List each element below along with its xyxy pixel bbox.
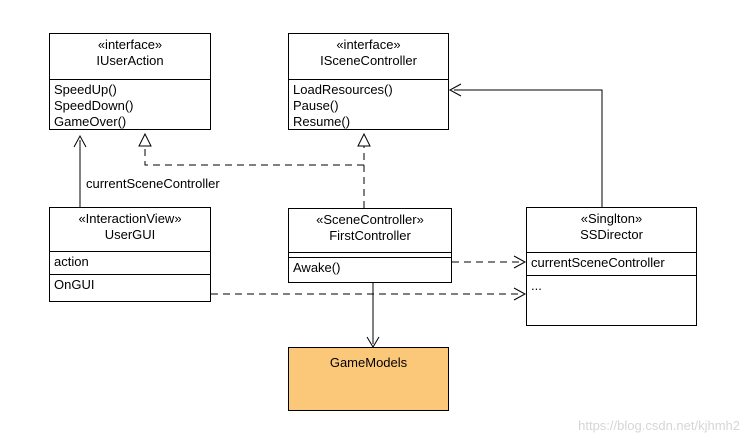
edge-label-currentscenecontroller: currentSceneController bbox=[86, 176, 220, 191]
operations-compartment: OnGUI bbox=[50, 274, 210, 295]
package-name: GameModels bbox=[329, 355, 408, 370]
operation: Resume() bbox=[293, 114, 351, 129]
attributes-compartment: currentSceneController bbox=[527, 252, 696, 275]
class-name: ISceneController bbox=[320, 53, 417, 68]
operations-compartment: SpeedUp() SpeedDown() GameOver() bbox=[50, 79, 210, 132]
class-iscenecontroller[interactable]: «interface» ISceneController LoadResourc… bbox=[288, 33, 449, 130]
class-iuseraction[interactable]: «interface» IUserAction SpeedUp() SpeedD… bbox=[49, 33, 211, 130]
dependency-arrowhead-2 bbox=[513, 287, 527, 301]
class-header: «interface» IUserAction bbox=[50, 34, 210, 79]
operation: OnGUI bbox=[54, 277, 95, 292]
operations-compartment: LoadResources() Pause() Resume() bbox=[289, 79, 448, 132]
operation: SpeedUp() bbox=[54, 82, 117, 97]
stereotype: «InteractionView» bbox=[78, 211, 182, 226]
operation: LoadResources() bbox=[293, 82, 393, 97]
class-usergui[interactable]: «InteractionView» UserGUI action OnGUI bbox=[49, 207, 211, 302]
class-header: «InteractionView» UserGUI bbox=[50, 208, 210, 251]
class-ssdirector[interactable]: «Singlton» SSDirector currentSceneContro… bbox=[526, 207, 697, 326]
operation: Pause() bbox=[293, 98, 339, 113]
attributes-compartment bbox=[289, 252, 451, 257]
association-ssdirector-iscenecontroller bbox=[454, 89, 603, 207]
realization-triangle-iuseraction bbox=[138, 132, 152, 147]
realization-firstcontroller-iuseraction bbox=[144, 146, 364, 166]
watermark: https://blog.csdn.net/kjhmh2 bbox=[578, 418, 740, 433]
class-name: IUserAction bbox=[96, 53, 164, 68]
operation: Awake() bbox=[293, 260, 341, 275]
association-arrowhead bbox=[73, 134, 87, 148]
class-name: FirstController bbox=[329, 228, 411, 243]
class-header: «SceneController» FirstController bbox=[289, 209, 451, 252]
class-header: «interface» ISceneController bbox=[289, 34, 448, 79]
association-arrowhead-iscenecontroller bbox=[448, 83, 462, 97]
realization-triangle-iscenecontroller bbox=[357, 132, 371, 147]
operation: ... bbox=[531, 278, 542, 293]
stereotype: «Singlton» bbox=[580, 211, 643, 226]
class-firstcontroller[interactable]: «SceneController» FirstController Awake(… bbox=[288, 208, 452, 283]
class-header: «Singlton» SSDirector bbox=[527, 208, 696, 252]
attributes-compartment: action bbox=[50, 251, 210, 274]
attribute: currentSceneController bbox=[531, 255, 665, 270]
stereotype: «interface» bbox=[97, 37, 163, 52]
attribute: action bbox=[54, 254, 89, 269]
operation: SpeedDown() bbox=[54, 98, 134, 113]
operation: GameOver() bbox=[54, 114, 127, 129]
package-gamemodels[interactable]: GameModels bbox=[288, 347, 449, 411]
operations-compartment: ... bbox=[527, 275, 696, 296]
stereotype: «SceneController» bbox=[316, 212, 424, 227]
class-name: UserGUI bbox=[104, 227, 156, 242]
class-name: SSDirector bbox=[580, 227, 643, 242]
dependency-arrowhead-1 bbox=[513, 255, 527, 269]
operations-compartment: Awake() bbox=[289, 257, 451, 278]
stereotype: «interface» bbox=[336, 37, 401, 52]
